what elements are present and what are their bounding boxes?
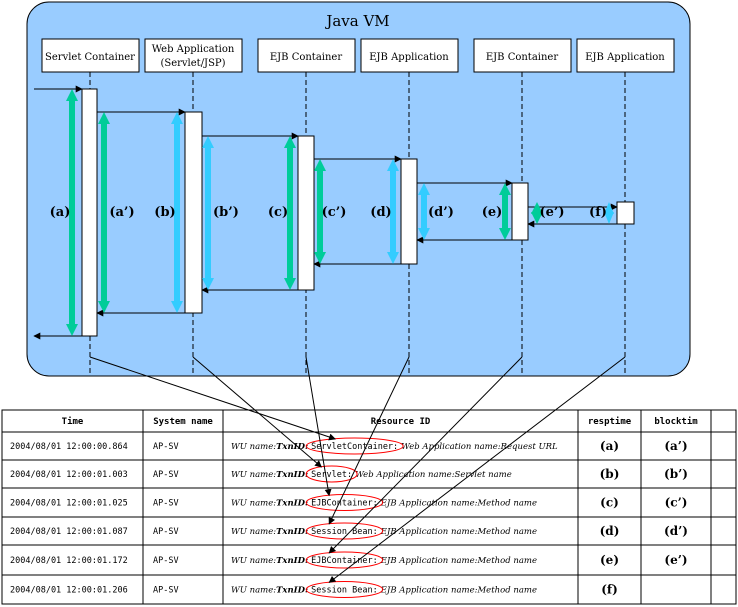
cell-blocktime: (b’) [664,467,688,481]
pointer-line-3 [305,356,332,497]
block-time-arrow-2 [202,136,214,290]
cell-resptime: (c) [600,496,619,510]
header-resptime: resptime [588,416,632,427]
activation-bar-5 [511,182,529,241]
component-box-1 [41,38,140,73]
component-box-2 [144,38,243,73]
component-label-3: EJB Container [270,52,342,63]
activation-bar-2 [184,111,203,314]
activation-bar-6 [616,201,635,225]
cell-system-name: AP-SV [153,527,179,537]
resp-time-arrow-6 [604,202,614,224]
resource-key-highlight-oval [305,465,358,483]
resp-time-arrow-1 [66,89,78,336]
component-box-3 [257,38,356,73]
block-time-arrow-4 [418,183,430,240]
cell-resptime: (d) [600,524,620,538]
component-box-4 [360,38,459,73]
resp-time-arrow-2 [171,112,183,313]
pointer-line-2 [192,356,322,468]
cell-time: 2004/08/01 12:00:01.172 [10,556,128,566]
cell-system-name: AP-SV [153,499,179,509]
resp-time-label: (a) [50,205,71,220]
header-system-name: System name [153,417,213,427]
pointer-line-1 [89,356,336,441]
cell-resptime: (f) [601,583,618,597]
resp-time-arrow-5 [499,183,511,240]
component-label-4: EJB Application [369,52,449,63]
resp-time-arrow-4 [387,159,399,264]
pointer-line-5 [328,356,523,554]
block-time-arrow-3 [314,159,326,264]
cell-blocktime: (e’) [664,553,687,567]
component-label-2: Web Application [152,44,235,55]
cell-resource-id: WU name:TxnID:EJBContainer:EJB Applicati… [231,556,537,566]
component-label-2: (Servlet/JSP) [160,58,225,69]
resp-time-arrow-3 [284,136,296,290]
component-label-5: EJB Container [486,52,558,63]
cell-system-name: AP-SV [153,586,179,596]
block-time-label: (e’) [539,205,564,220]
block-time-label: (b’) [213,205,239,220]
java-vm-title: Java VM [324,12,389,30]
block-time-arrow-1 [98,112,110,313]
component-label-1: Servlet Container [45,52,135,63]
cell-time: 2004/08/01 12:00:01.206 [10,586,128,596]
cell-resptime: (b) [600,467,620,481]
cell-system-name: AP-SV [153,470,179,480]
resp-time-label: (f) [589,205,607,220]
cell-resptime: (e) [600,553,619,567]
cell-time: 2004/08/01 12:00:01.003 [10,470,128,480]
cell-resource-id: WU name:TxnID:Session Bean:EJB Applicati… [231,527,537,537]
cell-time: 2004/08/01 12:00:01.025 [10,499,128,509]
pointer-line-6 [328,356,626,583]
component-box-6 [576,38,675,73]
resource-key-highlight-oval [305,551,384,569]
cell-resource-id: WU name:TxnID:Session Bean:EJB Applicati… [231,586,537,596]
resp-time-label: (e) [482,205,503,220]
cell-blocktime: (d’) [664,524,688,538]
resp-time-label: (b) [154,205,175,220]
cell-resptime: (a) [600,439,619,453]
component-box-5 [473,38,572,73]
block-time-label: (a’) [109,205,134,220]
block-time-arrow-5 [531,202,543,224]
cell-resource-id: WU name:TxnID:Servlet:Web Application na… [231,470,512,480]
resp-time-label: (c) [268,205,288,220]
resp-time-label: (d) [370,205,391,220]
block-time-label: (d’) [428,205,454,220]
log-table [1,409,737,605]
cell-system-name: AP-SV [153,556,179,566]
cell-resource-id: WU name:TxnID:EJBContainer:EJB Applicati… [231,499,537,509]
resource-key-highlight-oval [305,581,384,598]
block-time-label: (c’) [322,205,347,220]
activation-bar-1 [81,88,98,337]
cell-blocktime: (a’) [664,439,687,453]
resource-key-highlight-oval [305,494,384,511]
pointer-line-4 [328,356,410,525]
activation-bar-4 [400,158,418,265]
activation-bar-3 [297,135,315,291]
resource-key-highlight-oval [305,437,404,455]
cell-blocktime: (c’) [665,496,688,510]
resource-key-highlight-oval [305,522,384,540]
header-time: Time [62,416,84,427]
cell-time: 2004/08/01 12:00:00.864 [10,442,128,452]
cell-resource-id: WU name:TxnID:ServletContainer:Web Appli… [231,442,558,452]
header-resource-id: Resource ID [371,417,431,427]
cell-system-name: AP-SV [153,442,179,452]
component-label-6: EJB Application [585,52,665,63]
cell-time: 2004/08/01 12:00:01.087 [10,527,128,537]
header-blocktime: blocktim [654,416,698,427]
